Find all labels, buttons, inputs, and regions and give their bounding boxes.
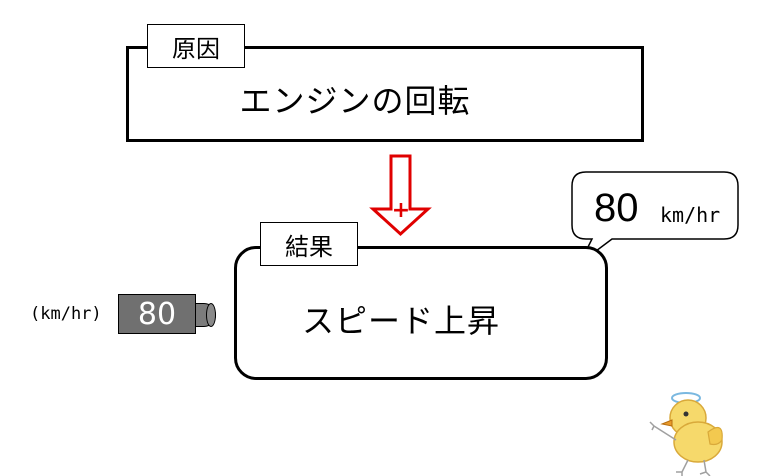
chick-icon <box>649 392 723 476</box>
speed-meter-display: 80 <box>118 294 196 334</box>
meter-cap-end <box>206 303 216 327</box>
result-box <box>234 246 608 380</box>
result-tag: 結果 <box>260 222 358 266</box>
cause-tag: 原因 <box>147 24 245 68</box>
arrow-plus-sign: + <box>391 198 411 223</box>
meter-unit-label: (km/hr) <box>30 304 102 324</box>
speech-bubble-value: 80 <box>594 186 639 230</box>
cause-text: エンジンの回転 <box>239 82 471 120</box>
result-text: スピード上昇 <box>301 302 500 340</box>
down-arrow-icon <box>369 154 432 237</box>
speech-bubble-unit: km/hr <box>660 203 721 227</box>
